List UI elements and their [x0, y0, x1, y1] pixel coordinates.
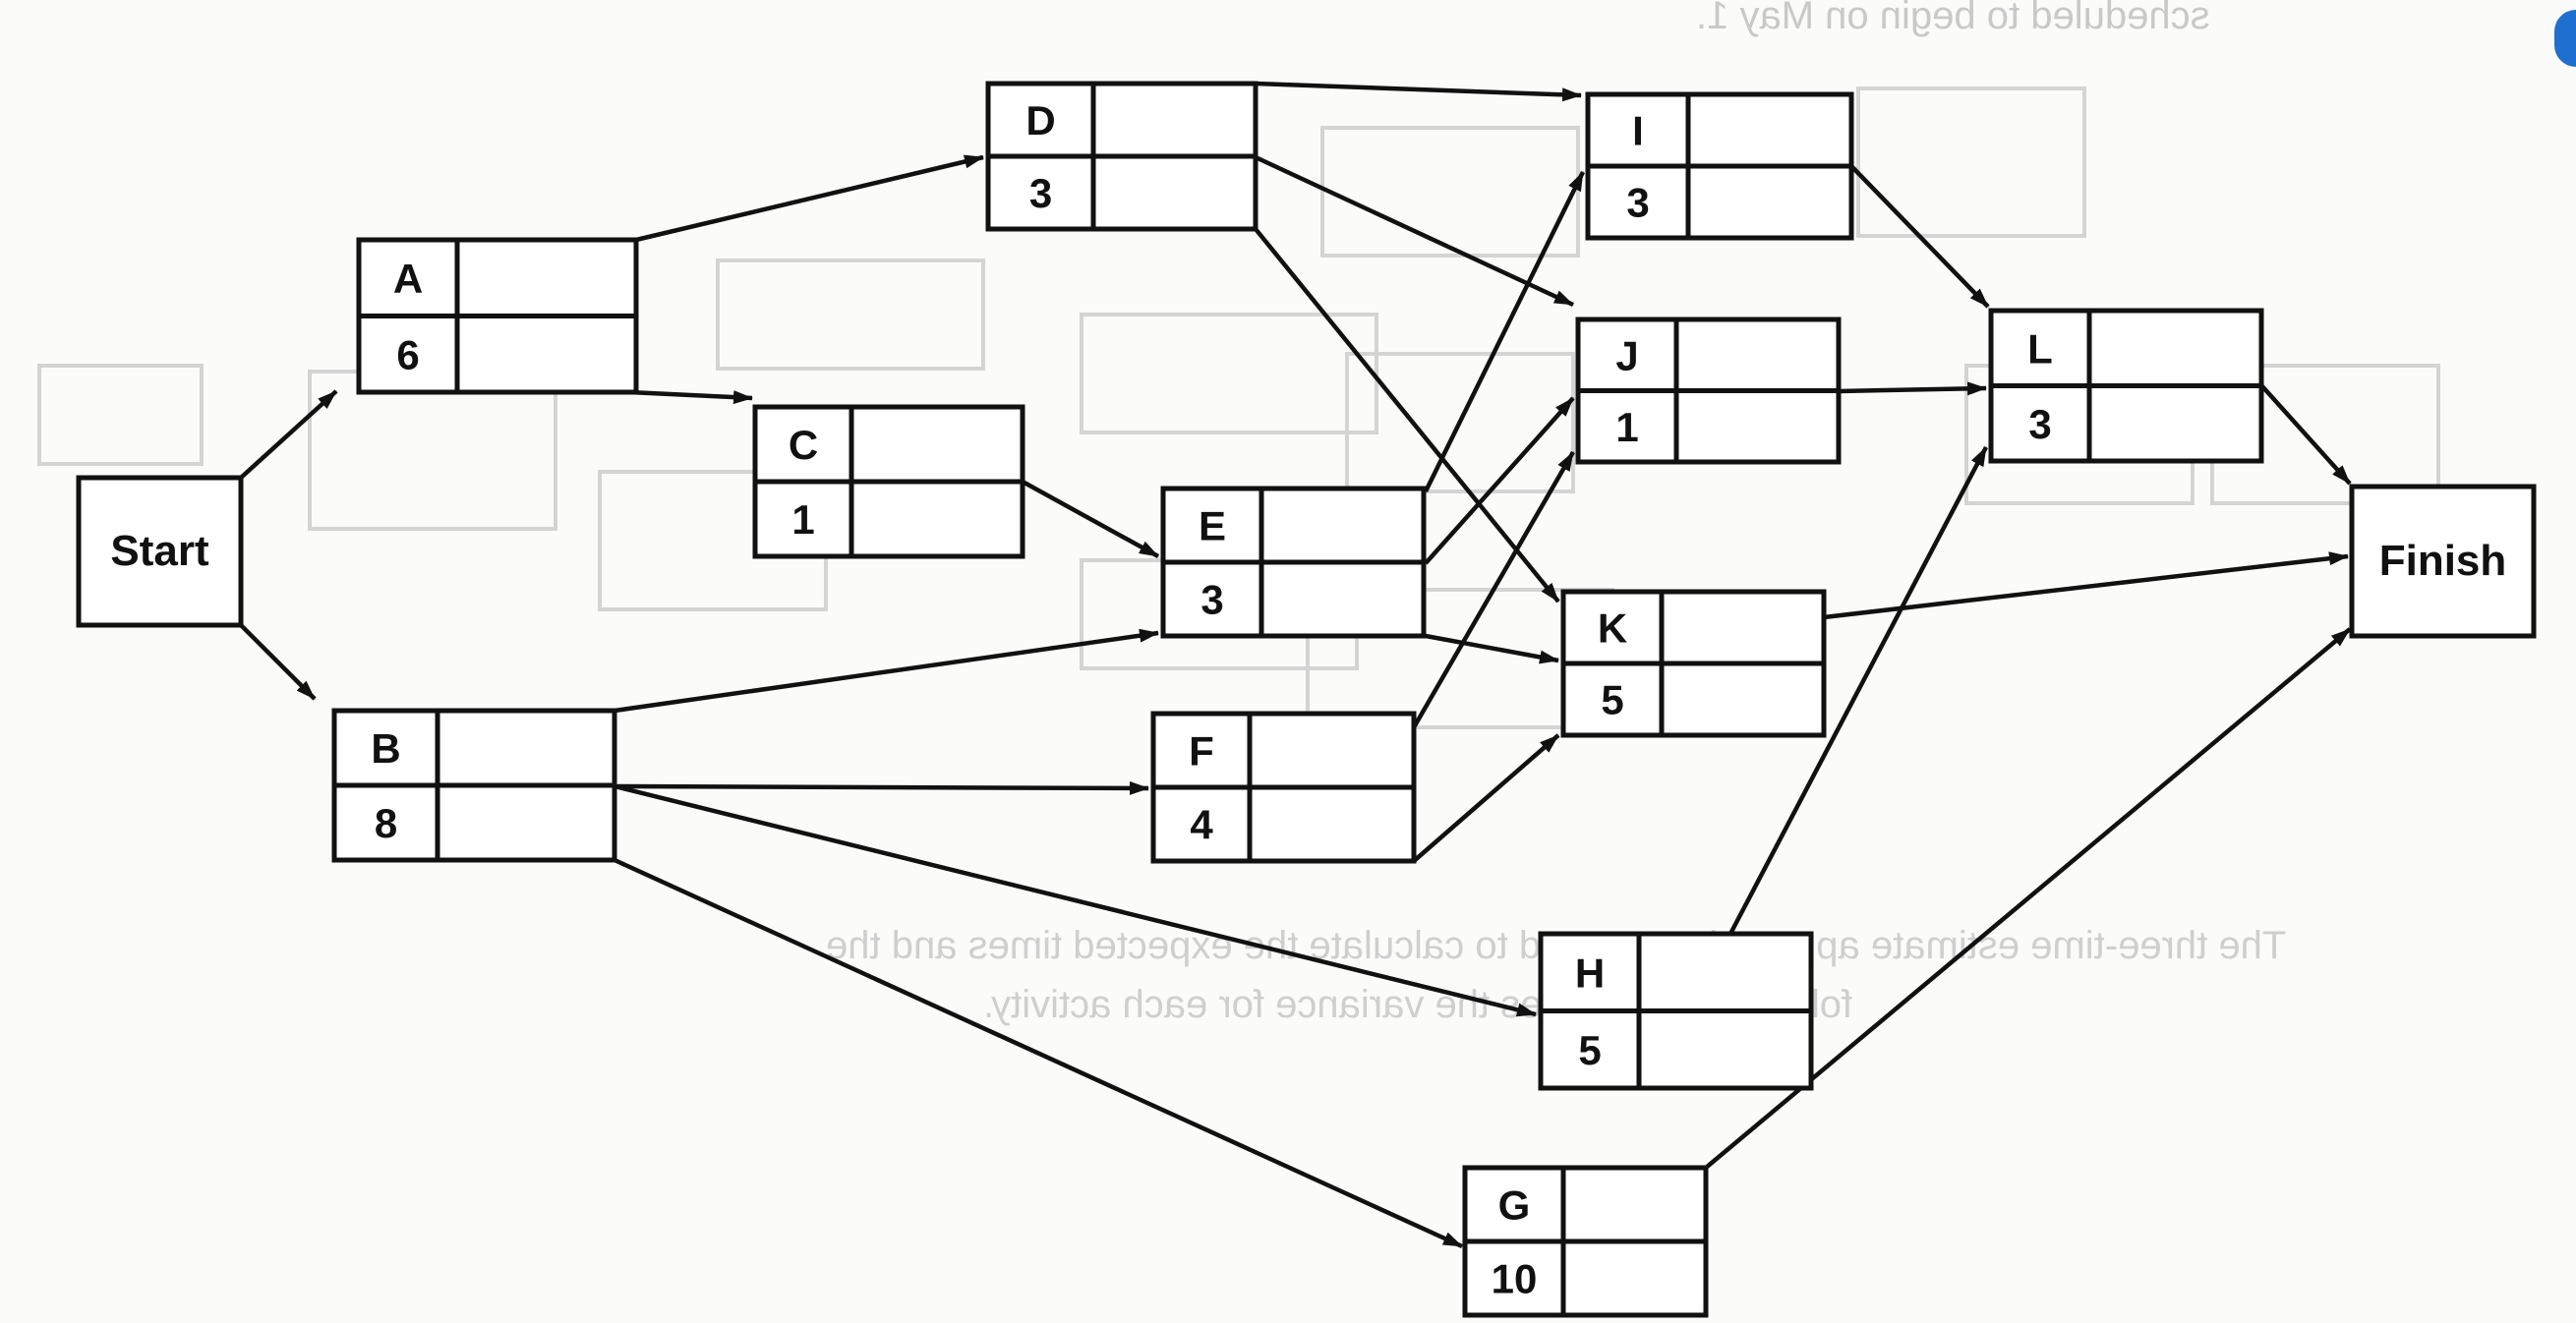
activity-duration-g: 10	[1492, 1256, 1538, 1302]
scroll-marker	[2554, 10, 2576, 67]
edge-j-to-l	[1838, 381, 1987, 396]
activity-node-k: K5	[1560, 589, 1827, 738]
activity-id-j: J	[1615, 332, 1638, 378]
activity-node-i: I3	[1585, 91, 1854, 241]
finish-label: Finish	[2379, 537, 2507, 585]
edge-b-to-h	[614, 783, 1537, 1017]
activity-id-d: D	[1025, 97, 1055, 144]
edge-f-to-j	[1412, 450, 1575, 729]
edge-d-to-k	[1254, 227, 1560, 604]
activity-node-d: D3	[985, 81, 1259, 232]
edge-d-to-i	[1255, 81, 1582, 102]
ghost-box-1	[308, 370, 557, 531]
activity-node-j: J1	[1575, 316, 1842, 465]
ghost-box-11	[1345, 352, 1575, 493]
edge-b-to-f	[614, 780, 1149, 795]
activity-duration-b: 8	[375, 800, 397, 846]
start-node: Start	[76, 475, 244, 628]
edge-d-to-j	[1255, 154, 1574, 308]
edge-a-to-d	[635, 154, 984, 243]
edge-a-to-c	[628, 389, 753, 405]
activity-id-h: H	[1575, 949, 1605, 996]
activity-duration-a: 6	[396, 331, 419, 377]
ghost-box-2	[716, 259, 985, 371]
edge-c-to-e	[1021, 480, 1160, 558]
activity-id-a: A	[393, 256, 423, 302]
edge-i-to-l	[1849, 164, 1990, 309]
start-box	[76, 475, 244, 628]
edge-start-to-a	[239, 389, 338, 480]
edge-layer	[239, 81, 2352, 1249]
ghost-box-4	[1320, 126, 1580, 258]
edge-f-to-k	[1412, 733, 1560, 863]
activity-node-b: B8	[331, 708, 617, 863]
activity-duration-h: 5	[1578, 1027, 1601, 1073]
edge-start-to-b	[239, 623, 317, 701]
activity-id-i: I	[1632, 108, 1644, 154]
edge-k-to-finish	[1823, 551, 2349, 620]
edge-l-to-finish	[2259, 383, 2352, 486]
start-label: Start	[110, 527, 209, 575]
activity-node-c: C1	[752, 404, 1025, 559]
activity-node-e: E3	[1160, 486, 1427, 639]
ghost-box-5	[1856, 86, 2086, 238]
edge-b-to-e	[614, 628, 1159, 714]
activity-id-c: C	[789, 422, 818, 468]
edge-e-to-j	[1424, 396, 1575, 565]
edge-e-to-k	[1425, 633, 1559, 664]
activity-duration-j: 1	[1615, 404, 1638, 450]
activity-node-g: G 10	[1462, 1165, 1709, 1318]
ghost-box-0	[37, 364, 204, 466]
activity-duration-c: 1	[791, 496, 814, 543]
activity-duration-l: 3	[2028, 401, 2051, 447]
finish-box	[2349, 484, 2537, 639]
activity-id-e: E	[1199, 503, 1226, 549]
activity-node-h: H5	[1538, 931, 1814, 1091]
activity-duration-i: 3	[1626, 180, 1649, 226]
edge-b-to-g	[614, 857, 1463, 1249]
activity-id-g: G	[1498, 1182, 1531, 1229]
activity-duration-k: 5	[1601, 677, 1623, 723]
ghost-box-3	[1080, 313, 1378, 434]
activity-node-a: A6	[356, 237, 639, 395]
activity-id-l: L	[2027, 325, 2053, 372]
activity-duration-d: 3	[1029, 170, 1052, 216]
edge-h-to-l	[1728, 445, 1988, 936]
activity-node-f: F4	[1150, 711, 1417, 864]
activity-duration-e: 3	[1200, 577, 1223, 623]
finish-node: Finish	[2349, 484, 2537, 639]
activity-id-b: B	[371, 725, 400, 772]
edge-e-to-i	[1423, 171, 1586, 492]
activity-id-k: K	[1598, 605, 1627, 652]
activity-duration-f: 4	[1190, 802, 1213, 848]
activity-id-f: F	[1189, 728, 1214, 775]
activity-node-l: L3	[1988, 308, 2264, 464]
